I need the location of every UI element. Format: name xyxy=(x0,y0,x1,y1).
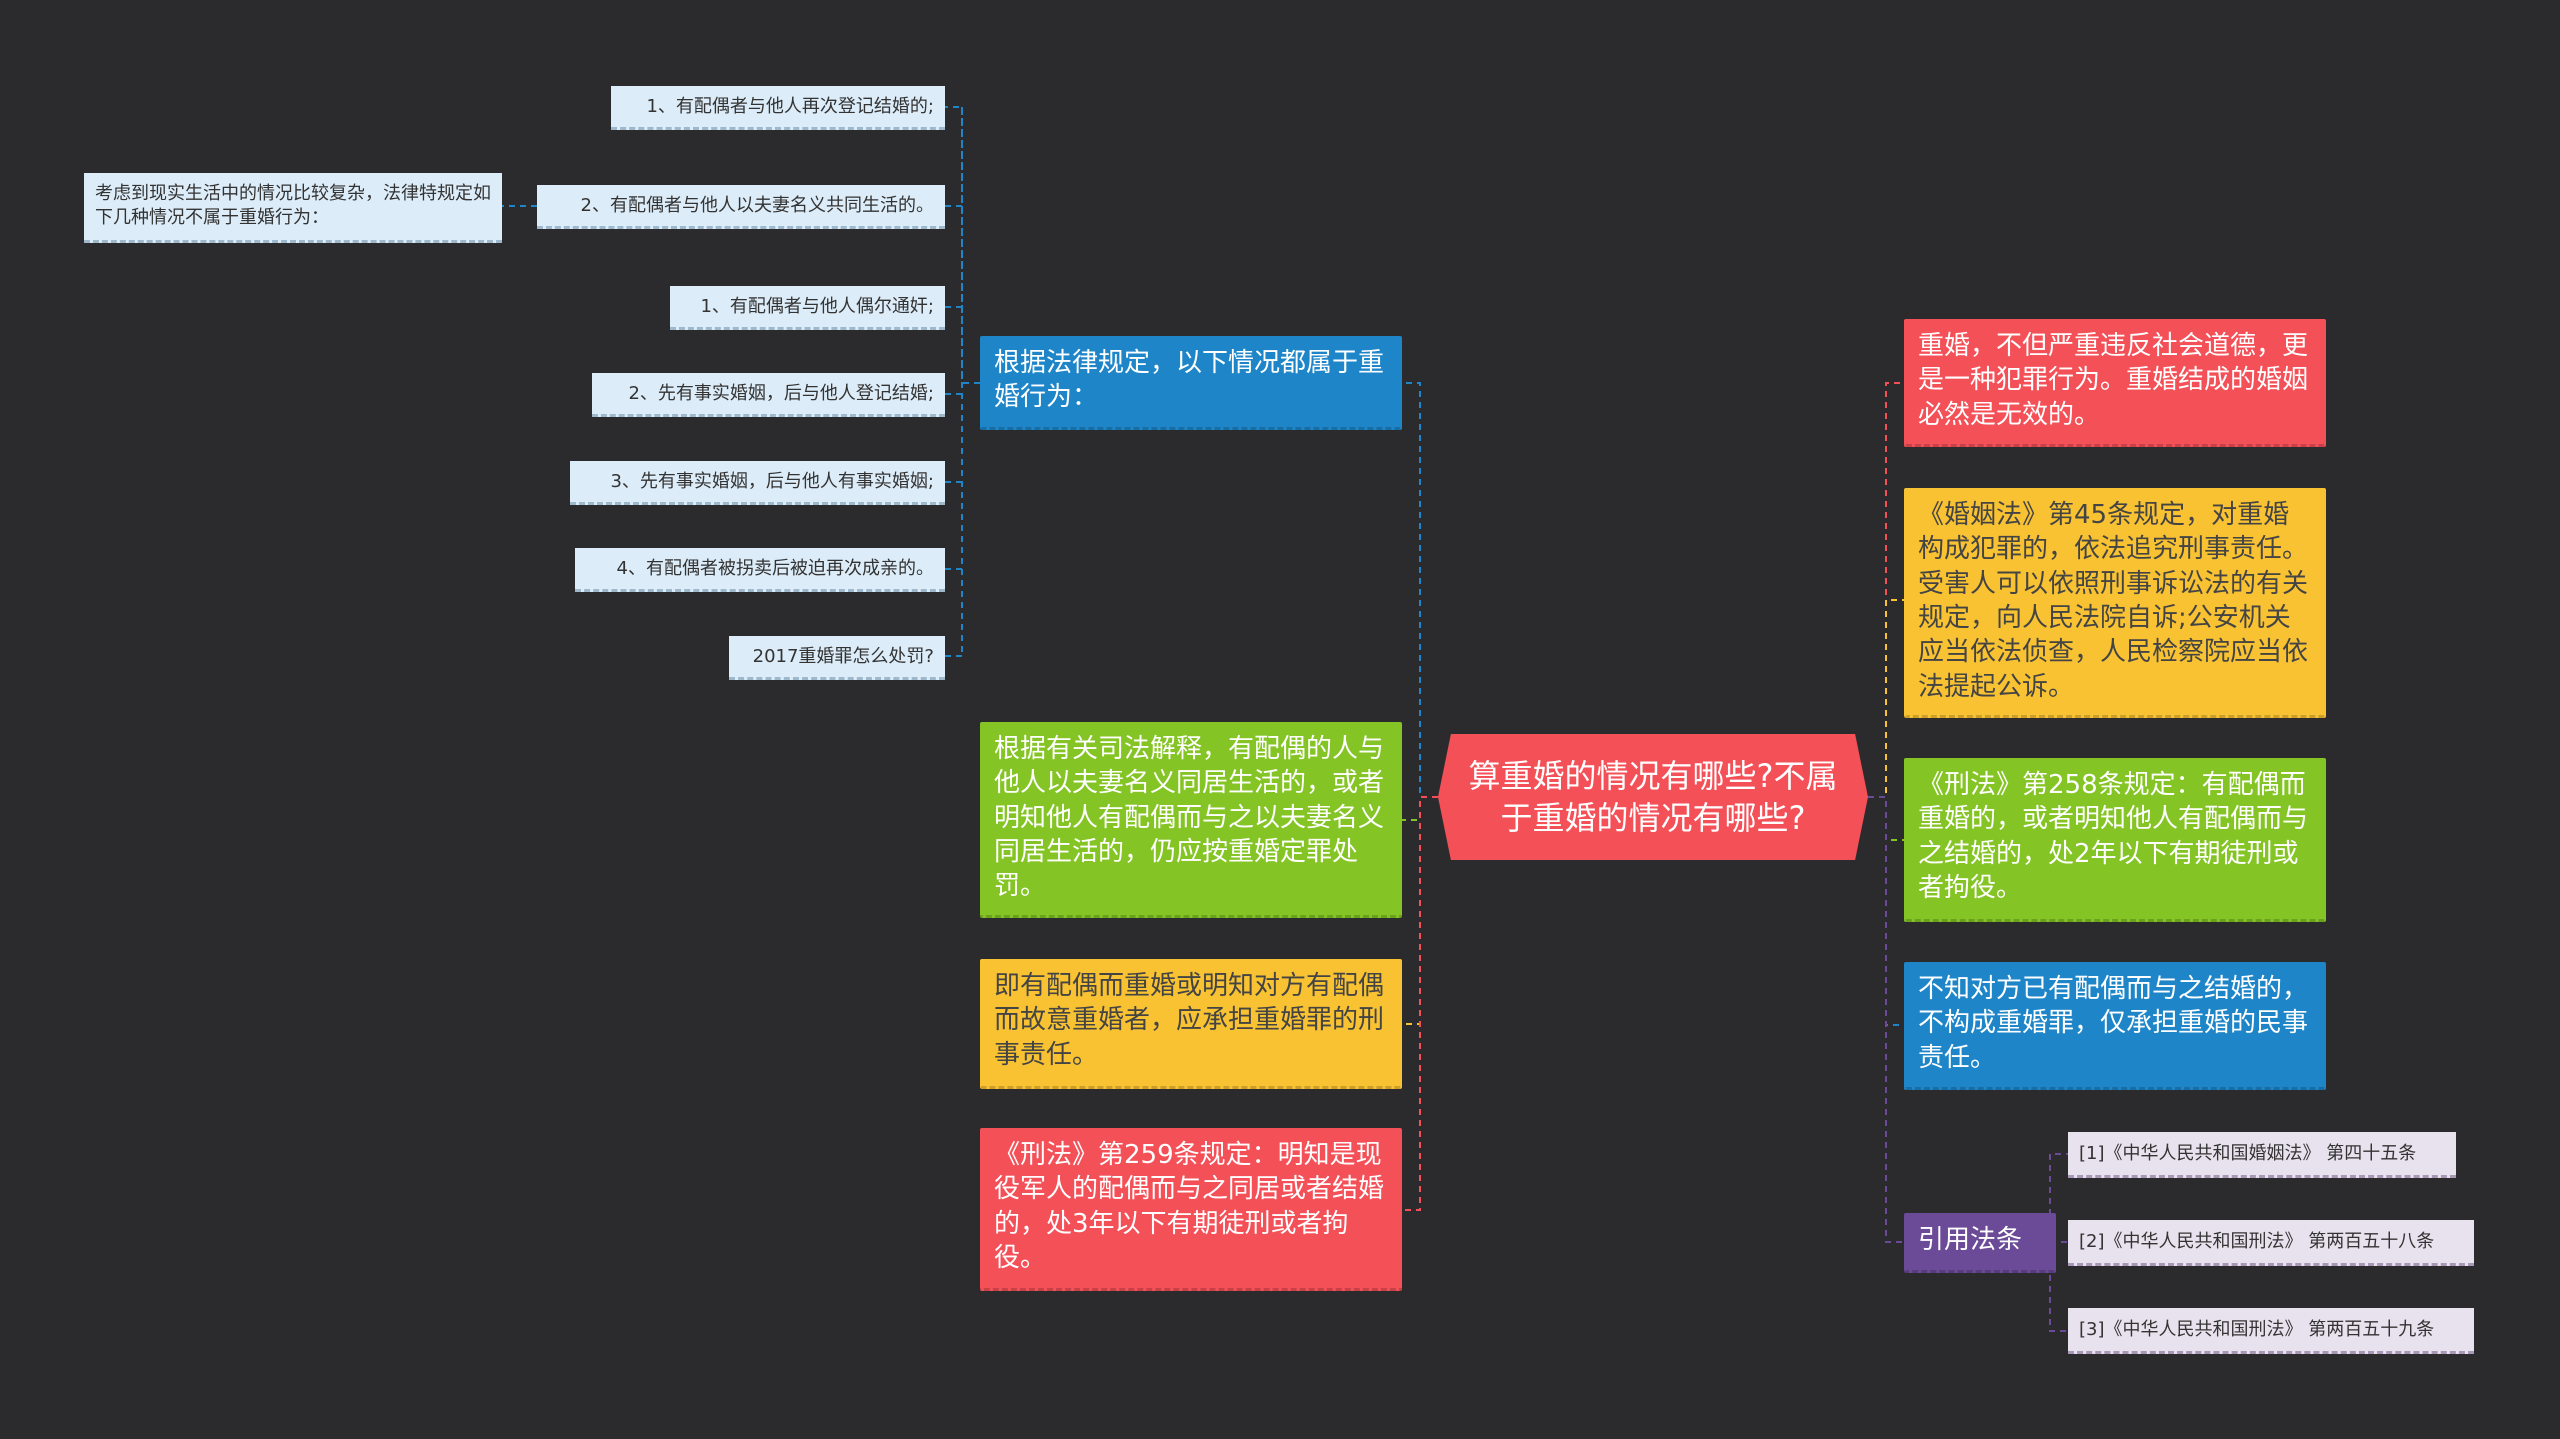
leaf-item-7[interactable]: 2017重婚罪怎么处罚? xyxy=(729,636,945,680)
link-center-branch2 xyxy=(1402,796,1438,821)
link-center-branch1 xyxy=(1402,382,1438,798)
ref-item-3[interactable]: [3]《中华人民共和国刑法》 第两百五十九条 xyxy=(2068,1308,2474,1354)
link-center-branch3 xyxy=(1402,796,1438,1025)
ref-item-2[interactable]: [2]《中华人民共和国刑法》 第两百五十八条 xyxy=(2068,1220,2474,1266)
branch-criminal-liability[interactable]: 即有配偶而重婚或明知对方有配偶而故意重婚者，应承担重婚罪的刑事责任。 xyxy=(980,959,1402,1089)
branch-cited-laws[interactable]: 引用法条 xyxy=(1904,1213,2056,1273)
central-topic[interactable]: 算重婚的情况有哪些?不属于重婚的情况有哪些? xyxy=(1438,734,1868,860)
link-center-r2 xyxy=(1868,599,1904,798)
link-center-branch4 xyxy=(1402,796,1438,1211)
leaf-item-3[interactable]: 1、有配偶者与他人偶尔通奸; xyxy=(670,286,945,330)
leaf-note[interactable]: 考虑到现实生活中的情况比较复杂，法律特规定如下几种情况不属于重婚行为： xyxy=(84,173,502,243)
leaf-item-6[interactable]: 4、有配偶者被拐卖后被迫再次成亲的。 xyxy=(575,548,945,592)
leaf-item-5[interactable]: 3、先有事实婚姻，后与他人有事实婚姻; xyxy=(570,461,945,505)
leaf-item-4[interactable]: 2、先有事实婚姻，后与他人登记结婚; xyxy=(592,373,945,417)
branch-criminal-law-259[interactable]: 《刑法》第259条规定：明知是现役军人的配偶而与之同居或者结婚的，处3年以下有期… xyxy=(980,1128,1402,1291)
branch-bigamy-definition[interactable]: 根据法律规定，以下情况都属于重婚行为： xyxy=(980,336,1402,430)
leaf-item-2[interactable]: 2、有配偶者与他人以夫妻名义共同生活的。 xyxy=(537,185,945,229)
branch-marriage-law-45[interactable]: 《婚姻法》第45条规定，对重婚构成犯罪的，依法追究刑事责任。受害人可以依照刑事诉… xyxy=(1904,488,2326,718)
link-center-r3 xyxy=(1868,796,1904,841)
ref-item-1[interactable]: [1]《中华人民共和国婚姻法》 第四十五条 xyxy=(2068,1132,2456,1178)
leaf-item-1[interactable]: 1、有配偶者与他人再次登记结婚的; xyxy=(611,86,945,130)
branch-judicial-interpretation[interactable]: 根据有关司法解释，有配偶的人与他人以夫妻名义同居生活的，或者明知他人有配偶而与之… xyxy=(980,722,1402,918)
branch-civil-liability[interactable]: 不知对方已有配偶而与之结婚的，不构成重婚罪，仅承担重婚的民事责任。 xyxy=(1904,962,2326,1090)
link-center-r1 xyxy=(1868,382,1904,798)
branch-bigamy-invalid[interactable]: 重婚，不但严重违反社会道德，更是一种犯罪行为。重婚结成的婚姻必然是无效的。 xyxy=(1904,319,2326,447)
link-branch1-leaves xyxy=(945,106,980,657)
link-center-refs xyxy=(1868,796,1904,1243)
branch-criminal-law-258[interactable]: 《刑法》第258条规定：有配偶而重婚的，或者明知他人有配偶而与之结婚的，处2年以… xyxy=(1904,758,2326,922)
